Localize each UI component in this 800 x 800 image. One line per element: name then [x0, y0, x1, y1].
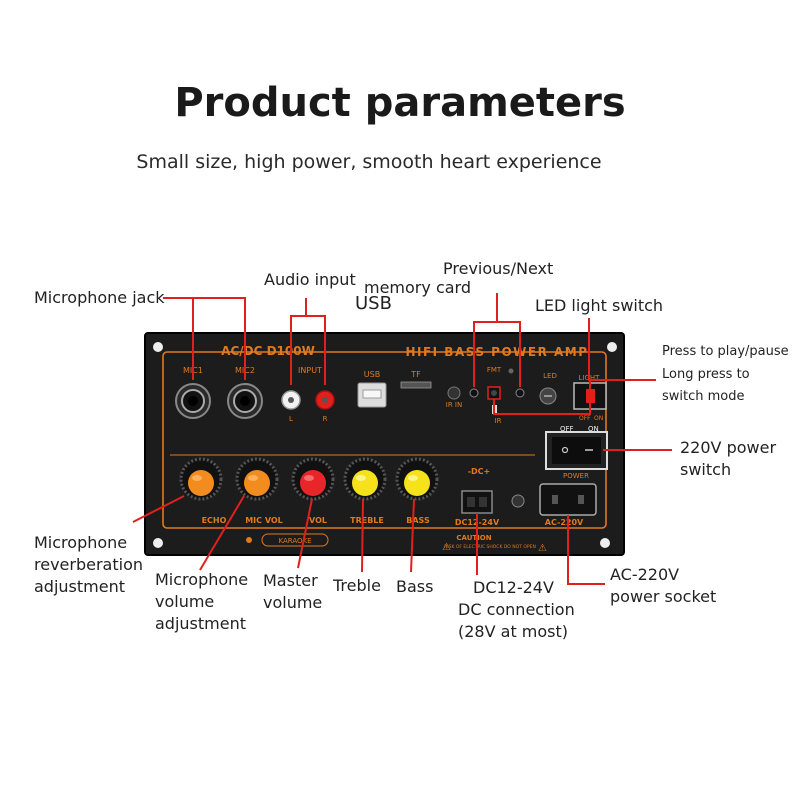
callout-master-volume-line1: Master: [263, 571, 318, 590]
callout-mic-reverb-line3: adjustment: [34, 577, 125, 596]
callout-microphone-jack: Microphone jack: [34, 288, 165, 307]
dc-polarity-label: -DC+: [468, 467, 491, 476]
knob-label-bass: BASS: [406, 516, 430, 525]
mic1-jack: [175, 383, 211, 419]
jack-label-tf: TF: [410, 370, 421, 379]
karaoke-badge: KARAOKE: [278, 537, 311, 545]
callout-audio-input: Audio input: [264, 270, 356, 289]
jack-label-input: INPUT: [298, 366, 322, 375]
knob-label-echo: ECHO: [202, 516, 227, 525]
fmt-led: [508, 368, 514, 374]
page-title: Product parameters: [174, 80, 626, 126]
board-brand-text: HIFI BASS POWER AMP: [405, 345, 588, 359]
led-switch-off: OFF: [579, 415, 591, 422]
caution-triangle-icon-right: ⚠: [538, 543, 547, 554]
rca-r-mark: R: [323, 415, 328, 423]
callout-power-switch-line1: 220V power: [680, 438, 777, 457]
treble-knob: [343, 457, 387, 501]
fuse-holder: [511, 494, 525, 508]
master-vol-knob: [291, 457, 335, 501]
callout-bass: Bass: [396, 577, 434, 596]
callout-press-play-line3: switch mode: [662, 389, 745, 404]
callout-ac-line1: AC-220V: [610, 565, 680, 584]
callout-previous-next: Previous/Next: [443, 259, 554, 278]
callout-mic-volume-line2: volume: [155, 592, 215, 611]
knob-label-vol: VOL: [309, 516, 327, 525]
tf-card-slot: [400, 381, 432, 389]
mounting-hole: [600, 538, 610, 548]
callout-mic-volume-line3: adjustment: [155, 614, 246, 633]
power-switch-on: ON: [588, 425, 599, 433]
caution-triangle-icon: ⚠: [442, 542, 451, 553]
callout-ac-line2: power socket: [610, 587, 717, 606]
callout-press-play-line1: Press to play/pause: [662, 344, 789, 359]
jack-label-ir-in: IR IN: [446, 401, 462, 409]
mic2-jack: [227, 383, 263, 419]
jack-label-led: LED: [543, 372, 557, 380]
bass-knob: [395, 457, 439, 501]
led-switch-on: ON: [594, 415, 603, 422]
power-switch-label: POWER: [563, 472, 589, 480]
callout-mic-reverb-line2: reverberation: [34, 555, 143, 574]
page-subtitle: Small size, high power, smooth heart exp…: [136, 151, 602, 173]
callout-mic-volume-line1: Microphone: [155, 570, 249, 589]
knob-label-mic-vol: MIC VOL: [245, 516, 283, 525]
karaoke-mic-icon: [246, 537, 252, 543]
ir-receiver: [447, 386, 461, 400]
callout-dc-line2: DC connection: [458, 600, 575, 619]
caution-title: CAUTION: [456, 534, 491, 542]
rca-input-red: [315, 390, 335, 410]
ac-socket: [539, 483, 597, 516]
mounting-hole: [153, 538, 163, 548]
callout-led-light-switch: LED light switch: [535, 296, 664, 315]
callout-usb: USB: [355, 293, 392, 314]
power-switch-off: OFF: [560, 425, 574, 433]
prev-button: [469, 388, 479, 398]
callout-memory-card: memory card: [364, 278, 471, 297]
rca-l-mark: L: [289, 415, 293, 423]
next-button: [515, 388, 525, 398]
ac-voltage-label: AC-220V: [545, 518, 584, 527]
callout-press-play-line2: Long press to: [662, 367, 750, 382]
amplifier-board: AC/DC D100W HIFI BASS POWER AMP MIC1 MIC…: [144, 332, 625, 556]
knob-label-treble: TREBLE: [350, 516, 384, 525]
callout-lines: [132, 293, 672, 585]
mounting-hole: [607, 342, 617, 352]
rca-input-white: [281, 390, 301, 410]
callout-dc-line3: (28V at most): [458, 622, 569, 641]
callout-power-switch-line2: switch: [680, 460, 732, 479]
callout-dc-line1: DC12-24V: [473, 578, 554, 597]
jack-label-fmt: FMT: [487, 366, 502, 374]
jack-label-usb: USB: [364, 370, 380, 379]
caution-text: RISK OF ELECTRIC SHOCK DO NOT OPEN: [444, 544, 536, 550]
board-model-text: AC/DC D100W: [221, 344, 315, 358]
mic-vol-knob: [235, 457, 279, 501]
callout-mic-reverb-line1: Microphone: [34, 533, 128, 552]
dc-connector: [461, 490, 493, 514]
callout-treble: Treble: [333, 576, 381, 595]
echo-knob: [179, 457, 223, 501]
callout-master-volume-line2: volume: [263, 593, 323, 612]
jack-label-ir: IR: [495, 417, 502, 425]
mounting-hole: [153, 342, 163, 352]
